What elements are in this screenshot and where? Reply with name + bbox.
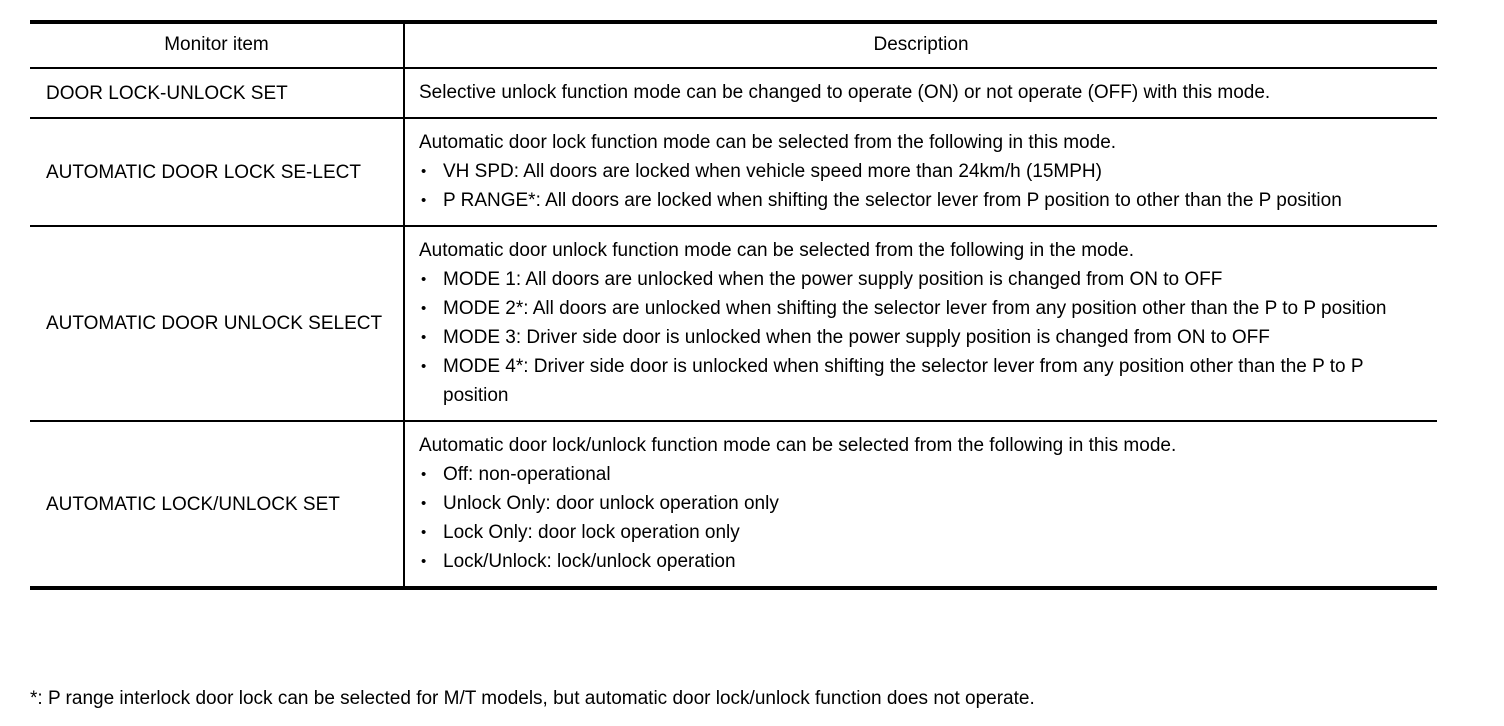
list-item: • MODE 1: All doors are unlocked when the… [419, 265, 1423, 294]
list-item: • MODE 3: Driver side door is unlocked wh… [419, 323, 1423, 352]
description-intro: Automatic door lock/unlock function mode… [419, 435, 1177, 456]
description-intro: Selective unlock function mode can be ch… [419, 82, 1271, 103]
list-item-label: Unlock Only: door unlock operation only [443, 493, 779, 514]
bullet-icon: • [421, 163, 427, 180]
table-row: AUTOMATIC DOOR UNLOCK SELECT Automatic d… [30, 226, 1437, 422]
description-cell: Selective unlock function mode can be ch… [404, 68, 1437, 119]
table-row: DOOR LOCK-UNLOCK SET Selective unlock fu… [30, 68, 1437, 119]
bullet-icon: • [421, 495, 427, 512]
list-item: • P RANGE*: All doors are locked when shi… [419, 186, 1423, 215]
bullet-icon: • [421, 192, 427, 209]
table-footnote: *: P range interlock door lock can be se… [30, 688, 1035, 709]
bullet-icon: • [421, 524, 427, 541]
table-row: AUTOMATIC LOCK/UNLOCK SET Automatic door… [30, 421, 1437, 590]
bullet-icon: • [421, 553, 427, 570]
list-item: • VH SPD: All doors are locked when vehic… [419, 157, 1423, 186]
monitor-item-table: Monitor item Description DOOR LOCK-UNLOC… [30, 20, 1437, 590]
list-item: • Off: non-operational [419, 460, 1423, 489]
column-header-description: Description [404, 20, 1437, 69]
table-body: DOOR LOCK-UNLOCK SET Selective unlock fu… [30, 68, 1437, 590]
column-header-monitor-item: Monitor item [30, 20, 405, 69]
table-header-row: Monitor item Description [30, 20, 1437, 69]
list-item: • Lock/Unlock: lock/unlock operation [419, 547, 1423, 576]
monitor-item-cell: AUTOMATIC DOOR UNLOCK SELECT [30, 226, 405, 422]
description-bullet-list: • VH SPD: All doors are locked when vehic… [419, 157, 1423, 215]
description-cell: Automatic door unlock function mode can … [404, 226, 1437, 422]
list-item-label: MODE 2*: All doors are unlocked when shi… [443, 298, 1387, 319]
list-item-label: Off: non-operational [443, 464, 611, 485]
monitor-item-cell: AUTOMATIC LOCK/UNLOCK SET [30, 421, 405, 590]
bullet-icon: • [421, 271, 427, 288]
bullet-icon: • [421, 300, 427, 317]
list-item: • Unlock Only: door unlock operation only [419, 489, 1423, 518]
list-item: • MODE 2*: All doors are unlocked when sh… [419, 294, 1423, 323]
description-cell: Automatic door lock/unlock function mode… [404, 421, 1437, 590]
list-item-label: MODE 3: Driver side door is unlocked whe… [443, 327, 1270, 348]
description-intro: Automatic door unlock function mode can … [419, 240, 1135, 261]
bullet-icon: • [421, 329, 427, 346]
list-item: • MODE 4*: Driver side door is unlocked w… [419, 352, 1423, 410]
table-row: AUTOMATIC DOOR LOCK SE-LECT Automatic do… [30, 118, 1437, 227]
list-item-label: Lock/Unlock: lock/unlock operation [443, 551, 736, 572]
description-cell: Automatic door lock function mode can be… [404, 118, 1437, 227]
description-bullet-list: • Off: non-operational • Unlock Only: door… [419, 460, 1423, 576]
list-item-label: MODE 4*: Driver side door is unlocked wh… [443, 356, 1364, 406]
list-item-label: P RANGE*: All doors are locked when shif… [443, 190, 1342, 211]
list-item: • Lock Only: door lock operation only [419, 518, 1423, 547]
monitor-item-cell: DOOR LOCK-UNLOCK SET [30, 68, 405, 119]
description-bullet-list: • MODE 1: All doors are unlocked when the… [419, 265, 1423, 410]
monitor-item-table-wrapper: Monitor item Description DOOR LOCK-UNLOC… [30, 20, 1437, 590]
description-intro: Automatic door lock function mode can be… [419, 132, 1117, 153]
list-item-label: Lock Only: door lock operation only [443, 522, 740, 543]
list-item-label: MODE 1: All doors are unlocked when the … [443, 269, 1223, 290]
monitor-item-cell: AUTOMATIC DOOR LOCK SE-LECT [30, 118, 405, 227]
bullet-icon: • [421, 358, 427, 375]
table-header: Monitor item Description [30, 20, 1437, 69]
list-item-label: VH SPD: All doors are locked when vehicl… [443, 161, 1102, 182]
bullet-icon: • [421, 466, 427, 483]
